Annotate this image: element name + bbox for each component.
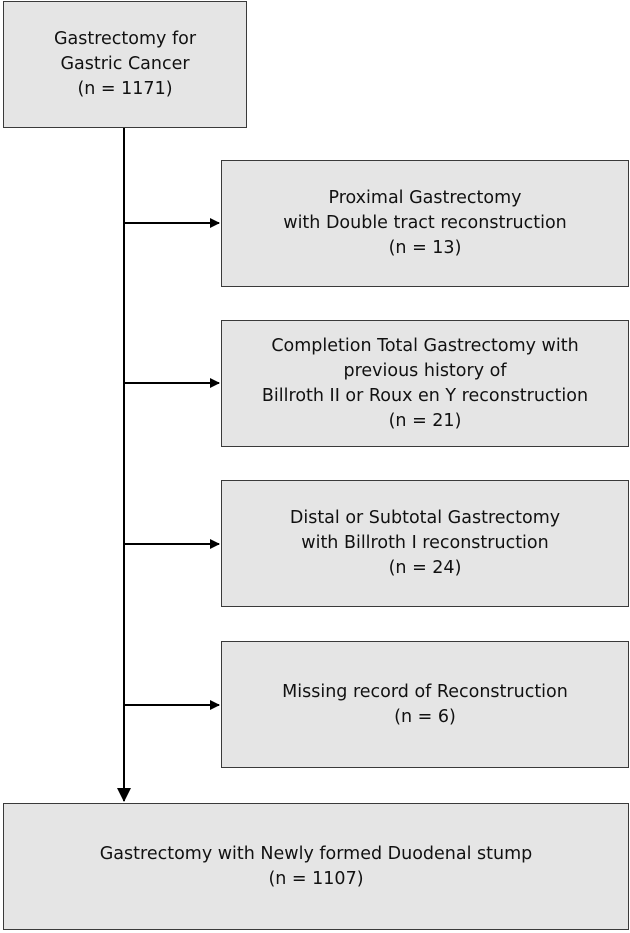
top-box-line-2: Gastric Cancer — [60, 54, 190, 74]
bottom-box-line-1: Gastrectomy with Newly formed Duodenal s… — [99, 843, 533, 864]
exclusion-box-2-line-2: previous history of — [343, 360, 507, 381]
exclusion-box-1: Proximal Gastrectomy with Double tract r… — [221, 160, 629, 287]
bottom-box-line-2: (n = 1107) — [268, 868, 364, 889]
top-box-line-1: Gastrectomy for — [53, 29, 197, 49]
exclusion-box-4-line-2: (n = 6) — [394, 706, 456, 727]
top-box-line-3: (n = 1171) — [77, 79, 173, 99]
exclusion-box-2-line-4: (n = 21) — [388, 410, 462, 431]
exclusion-box-2-line-3: Billroth II or Roux en Y reconstruction — [261, 385, 589, 406]
exclusion-box-4: Missing record of Reconstruction (n = 6) — [221, 641, 629, 768]
exclusion-box-1-line-1: Proximal Gastrectomy — [328, 188, 522, 208]
exclusion-box-2: Completion Total Gastrectomy with previo… — [221, 320, 629, 447]
exclusion-box-1-line-2: with Double tract reconstruction — [283, 213, 567, 233]
top-box: Gastrectomy for Gastric Cancer (n = 1171… — [3, 1, 247, 128]
exclusion-box-3-line-3: (n = 24) — [388, 558, 462, 578]
exclusion-box-3-line-1: Distal or Subtotal Gastrectomy — [289, 508, 561, 528]
exclusion-box-4-line-1: Missing record of Reconstruction — [282, 681, 568, 702]
exclusion-box-3-line-2: with Billroth I reconstruction — [301, 533, 549, 553]
exclusion-box-1-line-3: (n = 13) — [388, 238, 462, 258]
exclusion-box-2-line-1: Completion Total Gastrectomy with — [271, 335, 579, 356]
bottom-box: Gastrectomy with Newly formed Duodenal s… — [3, 803, 629, 930]
exclusion-box-3: Distal or Subtotal Gastrectomy with Bill… — [221, 480, 629, 607]
